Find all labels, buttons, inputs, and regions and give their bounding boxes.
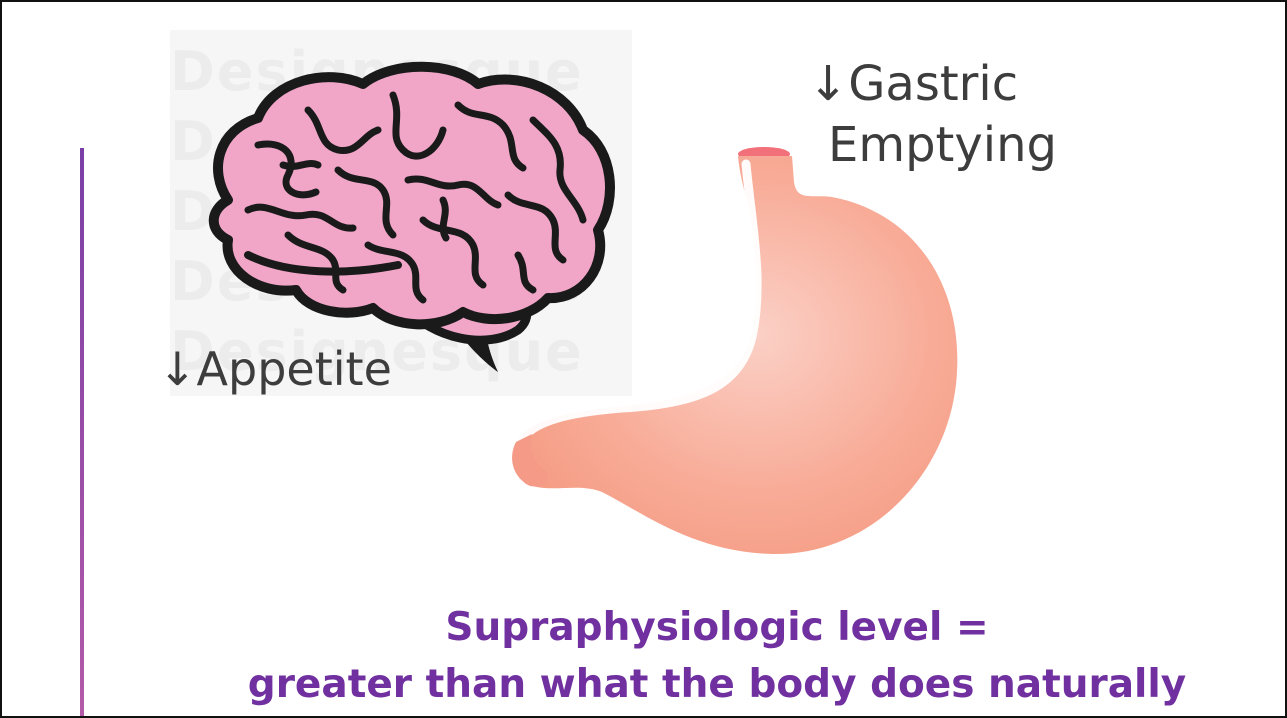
appetite-label: ↓Appetite xyxy=(158,340,392,399)
down-arrow-icon: ↓ xyxy=(158,340,197,399)
caption-line-2: greater than what the body does naturall… xyxy=(122,657,1287,714)
gastric-emptying-label: ↓Gastric Emptying xyxy=(808,54,1057,177)
gastric-text: Gastric xyxy=(848,56,1018,112)
stomach-icon xyxy=(502,142,972,562)
caption: Supraphysiologic level = greater than wh… xyxy=(122,600,1287,713)
caption-line-1: Supraphysiologic level = xyxy=(122,600,1287,657)
emptying-text: Emptying xyxy=(808,115,1057,176)
down-arrow-icon: ↓ xyxy=(808,54,848,115)
accent-bar xyxy=(80,148,84,718)
appetite-text: Appetite xyxy=(197,342,392,396)
